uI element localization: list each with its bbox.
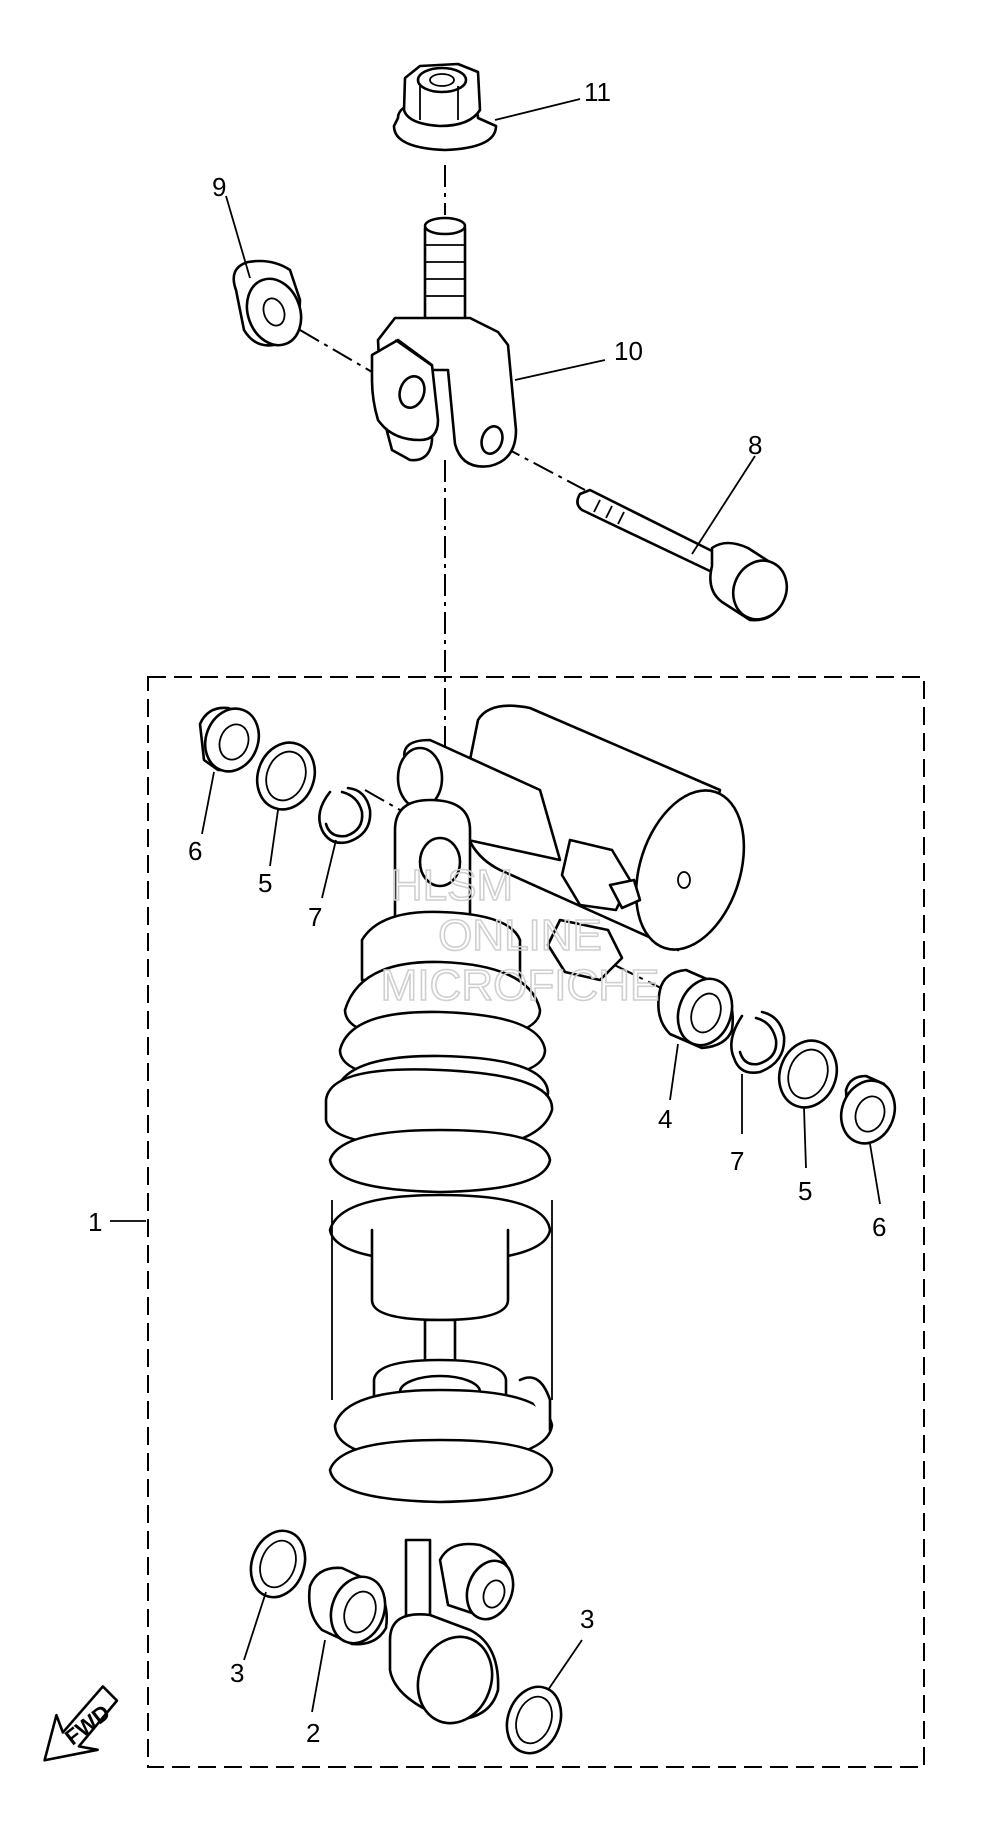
callout-2: 2 xyxy=(306,1718,320,1748)
dust-seal-left-part xyxy=(198,706,261,773)
axis-line-bolt-8 xyxy=(499,444,586,491)
callout-1: 1 xyxy=(88,1207,102,1237)
circlip-left-part xyxy=(318,786,372,845)
collar-part xyxy=(232,259,303,347)
flange-nut-part xyxy=(392,62,498,152)
fwd-direction-arrow: FWD xyxy=(43,1685,119,1762)
callout-7-right: 7 xyxy=(730,1146,744,1176)
bracket-part xyxy=(370,216,518,468)
callout-5-left: 5 xyxy=(258,868,272,898)
assembly-boundary-box xyxy=(147,676,925,1768)
callout-7-left: 7 xyxy=(308,902,322,932)
callout-10: 10 xyxy=(614,336,643,366)
watermark-line-3: MICROFICHE xyxy=(381,961,660,1010)
callout-3-left: 3 xyxy=(230,1658,244,1688)
bolt-part xyxy=(576,488,789,622)
callout-5-right: 5 xyxy=(798,1176,812,1206)
callout-6-right: 6 xyxy=(872,1212,886,1242)
lower-oil-seal-left-part xyxy=(249,1529,307,1599)
circlip-right-part xyxy=(730,1010,786,1074)
leader-lines xyxy=(110,98,881,1713)
callout-11: 11 xyxy=(584,77,611,107)
watermark-line-2: ONLINE xyxy=(438,911,602,960)
needle-bearing-part xyxy=(307,1566,388,1646)
axis-line-collar-9 xyxy=(299,329,373,373)
watermark-line-1: HLSM xyxy=(391,861,513,910)
callout-3-right: 3 xyxy=(580,1604,594,1634)
callout-9: 9 xyxy=(212,172,226,202)
callout-4: 4 xyxy=(658,1104,672,1134)
callout-6-left: 6 xyxy=(188,836,202,866)
oil-seal-right-part xyxy=(777,1039,839,1109)
dust-seal-right-part xyxy=(839,1074,897,1145)
bushing-part xyxy=(657,968,734,1050)
oil-seal-left-part xyxy=(255,741,317,811)
axis-line-top-bushing xyxy=(364,789,401,811)
callout-8: 8 xyxy=(748,430,762,460)
lower-oil-seal-right-part xyxy=(505,1685,563,1755)
shock-absorber-body xyxy=(324,704,746,1725)
